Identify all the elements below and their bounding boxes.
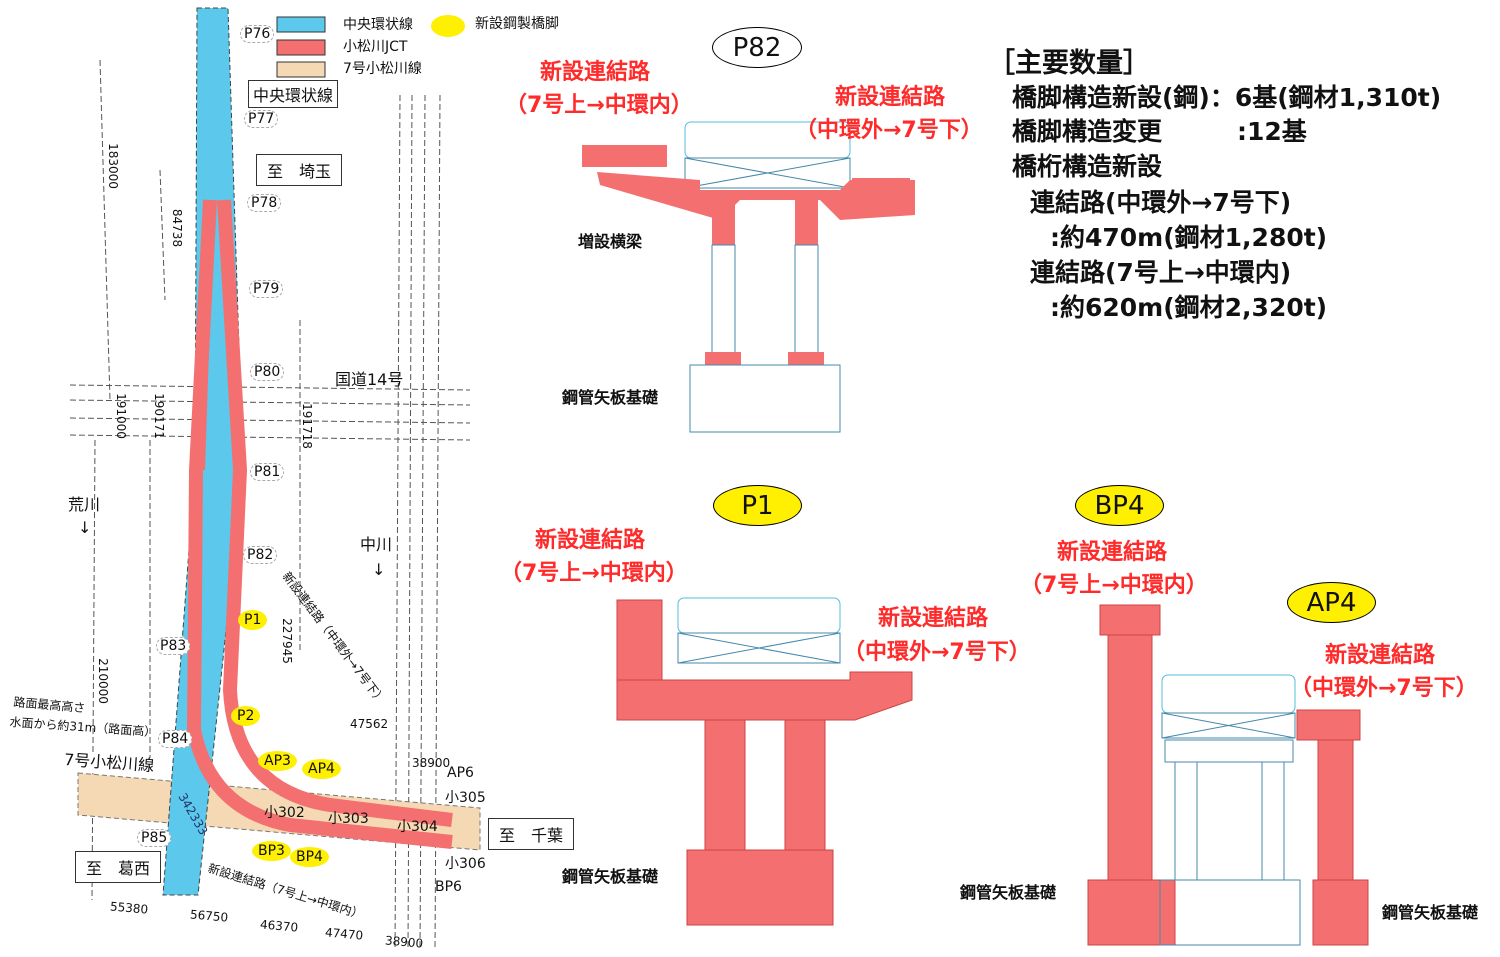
jct-ramp-outer xyxy=(217,199,453,827)
quantity-line: 橋脚構造変更 :12基 xyxy=(1012,117,1307,146)
dimension: 55380 xyxy=(109,899,149,917)
dimension: 227945 xyxy=(279,618,294,664)
section-title-bp4: BP4 xyxy=(1075,485,1164,526)
dimension: 191000 xyxy=(113,393,128,439)
river-label-nakagawa: 中川 xyxy=(360,535,393,554)
new-pier-label: BP4 xyxy=(290,847,329,867)
new-pier-label: P1 xyxy=(238,610,268,630)
pier-label: 小306 xyxy=(445,856,486,872)
p82-link-b: 新設連結路 xyxy=(835,85,946,110)
bp4-foundation-label: 鋼管矢板基礎 xyxy=(960,883,1057,902)
direction-kasai: 至 葛西 xyxy=(75,851,162,883)
pier-label: BP6 xyxy=(435,879,462,895)
legend-label-new-pier: 新設鋼製橋脚 xyxy=(475,16,559,32)
pier-label: 小305 xyxy=(445,790,486,806)
pier-label: P77 xyxy=(244,110,279,128)
direction-chiba: 至 千葉 xyxy=(488,818,575,850)
section-title-p82: P82 xyxy=(712,27,802,68)
section-title-p1: P1 xyxy=(713,485,802,526)
pier-label: P78 xyxy=(247,194,282,212)
p1-section-drawing xyxy=(616,597,913,926)
arrow-down-icon: ↓ xyxy=(372,560,386,579)
new-pier-label: BP3 xyxy=(252,841,291,861)
dimension: 191718 xyxy=(299,403,314,449)
legend-swatch-route7 xyxy=(276,61,326,78)
quantity-line: :約470m(鋼材1,280t) xyxy=(1050,223,1328,252)
dimension: 183000 xyxy=(105,143,120,189)
arrow-down-icon: ↓ xyxy=(78,518,92,537)
dimension: 56750 xyxy=(189,907,229,925)
p82-section-drawing xyxy=(582,121,915,433)
ap4-section-drawing xyxy=(1296,709,1369,946)
bp4-link: 新設連結路 xyxy=(1057,540,1168,565)
bp4-link-dir: （7号上→中環内） xyxy=(1020,573,1208,598)
quantity-line: 橋桁構造新設 xyxy=(1012,152,1163,181)
jct-ramp-inner xyxy=(186,199,453,849)
p82-link-b-dir: （中環外→7号下） xyxy=(795,118,983,143)
legend-label-chuo: 中央環状線 xyxy=(343,17,413,33)
bp4-section-drawing xyxy=(1087,604,1176,946)
section-title-ap4: AP4 xyxy=(1287,582,1376,623)
existing-pier-drawing xyxy=(1159,674,1301,946)
p1-link-b: 新設連結路 xyxy=(878,606,989,631)
p1-link-b-dir: （中環外→7号下） xyxy=(843,640,1031,665)
dimension: 210000 xyxy=(95,658,110,704)
legend-label-jct: 小松川JCT xyxy=(343,39,408,55)
p82-link-a-dir: （7号上→中環内） xyxy=(505,93,693,118)
dimension: 38900 xyxy=(384,933,424,951)
pier-label: AP6 xyxy=(447,765,474,781)
quantity-line: 橋脚構造新設(鋼)：6基(鋼材1,310t) xyxy=(1012,83,1442,112)
pier-label: P85 xyxy=(137,829,172,847)
new-pier-label: AP3 xyxy=(258,751,297,771)
pier-label: 小302 xyxy=(264,805,305,821)
legend-swatch-new-pier xyxy=(431,15,465,37)
dimension: 46370 xyxy=(259,917,299,935)
p1-link-a-dir: （7号上→中環内） xyxy=(500,561,688,586)
quantity-line: 連結路(7号上→中環内) xyxy=(1030,258,1292,287)
pier-label: P80 xyxy=(250,363,285,381)
pier-label: 小304 xyxy=(397,819,438,835)
legend-label-route7: 7号小松川線 xyxy=(343,61,422,77)
legend-swatch-jct xyxy=(276,39,326,56)
pier-label: P84 xyxy=(158,730,193,748)
quantity-line: :約620m(鋼材2,320t) xyxy=(1050,293,1328,322)
ap4-link: 新設連結路 xyxy=(1325,643,1436,668)
route-label-chuo: 中央環状線 xyxy=(248,80,339,108)
p1-foundation-label: 鋼管矢板基礎 xyxy=(562,867,659,886)
p82-link-a: 新設連結路 xyxy=(540,60,651,85)
pier-label: P83 xyxy=(156,637,191,655)
pier-label: P82 xyxy=(243,546,278,564)
dimension: 47562 xyxy=(350,717,389,731)
quantity-line: 連結路(中環外→7号下) xyxy=(1030,188,1292,217)
dimension: 38900 xyxy=(412,756,451,770)
new-pier-label: P2 xyxy=(231,706,261,726)
new-pier-label: AP4 xyxy=(302,759,341,779)
direction-saitama: 至 埼玉 xyxy=(256,154,343,186)
pier-label: P81 xyxy=(250,463,285,481)
dimension: 190171 xyxy=(151,393,166,439)
pier-label: P76 xyxy=(240,25,275,43)
dimension: 84738 xyxy=(170,208,185,248)
river-label-arakawa: 荒川 xyxy=(68,495,101,514)
pier-label: 小303 xyxy=(328,811,369,827)
road-label-route14: 国道14号 xyxy=(335,370,404,389)
pier-label: P79 xyxy=(249,280,284,298)
p1-link-a: 新設連結路 xyxy=(535,528,646,553)
ap4-foundation-label: 鋼管矢板基礎 xyxy=(1382,903,1479,922)
dimension: 47470 xyxy=(324,925,364,943)
jct-taper xyxy=(196,200,214,470)
quantities-heading: ［主要数量］ xyxy=(988,48,1150,79)
p82-beam-label: 増設横梁 xyxy=(578,232,643,251)
legend-swatch-chuo xyxy=(276,16,326,33)
p82-foundation-label: 鋼管矢板基礎 xyxy=(562,388,659,407)
ap4-link-dir: （中環外→7号下） xyxy=(1290,676,1478,701)
